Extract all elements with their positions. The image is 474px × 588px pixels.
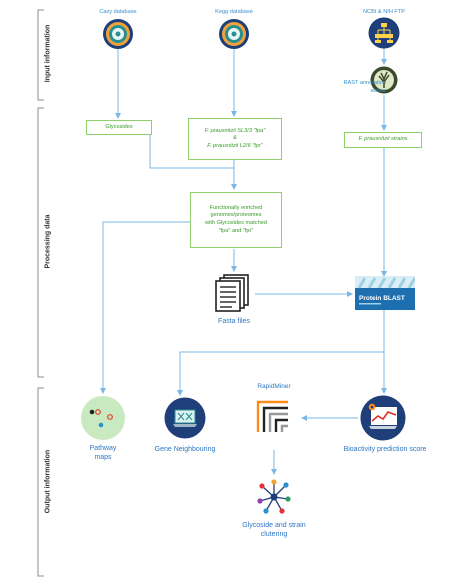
cazy-database-label: Cazy database (99, 9, 137, 15)
enriched-line3: with Glycosides matched (205, 220, 267, 226)
rapidminer-icon[interactable] (254, 396, 294, 441)
bioactivity-score-label: Bioactivity prediction score (343, 446, 427, 453)
kegg-ampersand-text: & (233, 135, 237, 142)
glycosides-text: Glycosides (105, 123, 133, 130)
pathway-line2: maps (94, 453, 112, 461)
prausnitzii-strains-text: F. prausnitzii strains (358, 136, 408, 143)
kegg-strain-fpr-text: F. prausnitzii L2/6 "fpr" (207, 142, 263, 149)
ncbi-network-icon[interactable] (368, 17, 400, 54)
prausnitzii-strains-box[interactable]: F. prausnitzii strains (344, 132, 422, 148)
rast-server-icon[interactable] (370, 66, 398, 99)
pathway-maps-label: Pathway maps (78, 445, 128, 463)
kegg-database-icon[interactable] (218, 18, 250, 55)
enriched-genomes-box[interactable]: Functionally enriched genomes/proteomes … (190, 192, 282, 248)
gene-neighbouring-icon[interactable] (164, 397, 206, 444)
gene-neighbouring-label: Gene Neighbouring (154, 446, 216, 453)
clustering-label: Glycoside and strain clutering (224, 521, 324, 540)
fasta-files-icon[interactable] (214, 273, 254, 318)
cluster-line1: Glycoside and strain (242, 522, 306, 529)
bioactivity-score-icon[interactable] (360, 395, 406, 446)
blast-title: Protein BLAST (359, 295, 405, 302)
rapidminer-label: RapidMiner (257, 383, 291, 390)
section-label-processing: Processing data (44, 214, 52, 269)
kegg-database-label: Kegg database (215, 9, 253, 15)
section-brackets (37, 9, 44, 577)
section-label-output: Output information (44, 449, 52, 514)
kegg-strain-fpa-text: F. prausnitzii SL3/3 "fpa" (204, 127, 266, 134)
enriched-line4: "fpa" and "fpr" (218, 227, 254, 234)
enriched-line1: Functionally enriched (209, 204, 263, 211)
ncbi-ftp-label: NCBI & NIH FTP (363, 9, 405, 15)
section-label-input: Input information (44, 24, 52, 83)
cazy-database-icon[interactable] (102, 18, 134, 55)
pathway-maps-icon[interactable] (80, 395, 126, 446)
enriched-line2: genomes/proteomes (210, 212, 262, 219)
cluster-line2: clutering (260, 531, 288, 539)
clustering-network-icon[interactable] (254, 477, 294, 522)
kegg-strains-box[interactable]: F. prausnitzii SL3/3 "fpa" & F. prausnit… (188, 118, 282, 160)
fasta-files-label: Fasta files (218, 318, 250, 325)
pathway-line1: Pathway (89, 445, 117, 452)
rast-server-label: RAST annotation server (336, 80, 387, 96)
protein-blast-icon[interactable]: Protein BLAST (355, 276, 417, 315)
rast-server-text: RAST annotation server (343, 80, 387, 94)
glycosides-box[interactable]: Glycosides (86, 120, 152, 135)
